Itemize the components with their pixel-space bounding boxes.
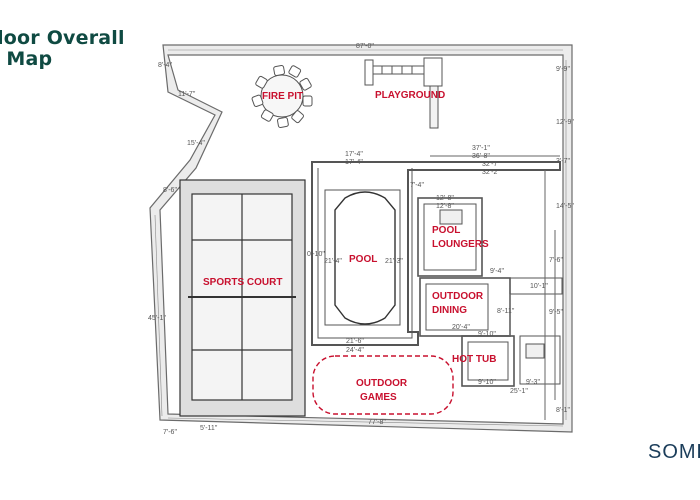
pool-area bbox=[311, 161, 561, 346]
label-outdoor-games-line1: OUTDOOR bbox=[356, 378, 408, 389]
dimension-lines bbox=[154, 49, 567, 427]
dim-pool-d: 36'-8" bbox=[472, 153, 490, 160]
pool-loungers-area bbox=[417, 197, 483, 277]
fire-pit bbox=[251, 65, 313, 128]
dim-lounge-a: 12'-8" bbox=[436, 195, 454, 202]
hot-tub-area bbox=[461, 335, 561, 387]
dim-right-f: 9'-5" bbox=[549, 309, 563, 316]
dim-pool-a: 17'-4" bbox=[345, 151, 363, 158]
dim-left-long: 45'-1" bbox=[148, 315, 166, 322]
dim-left-mid: 8'-6" bbox=[163, 187, 177, 194]
dim-dining-c: 10'-1" bbox=[530, 283, 548, 290]
dim-tub-c: 9'-3" bbox=[526, 379, 540, 386]
outdoor-games-area bbox=[312, 355, 454, 415]
dim-pool-f: 32'-2" bbox=[482, 169, 500, 176]
dim-right-c: 3'-7" bbox=[556, 158, 570, 165]
dim-dining-a: 20'-4" bbox=[452, 324, 470, 331]
label-outdoor-dining-line2: DINING bbox=[432, 305, 467, 316]
dim-pool-b: 17'-4" bbox=[345, 159, 363, 166]
dim-top: 87'-0" bbox=[356, 43, 374, 50]
title-line-2: r Map bbox=[6, 48, 53, 70]
dim-pool-c: 37'-1" bbox=[472, 145, 490, 152]
label-playground: PLAYGROUND bbox=[375, 90, 445, 101]
dim-right-d: 14'-5" bbox=[556, 203, 574, 210]
label-fire-pit: FIRE PIT bbox=[262, 91, 303, 102]
label-pool: POOL bbox=[349, 254, 377, 265]
dim-lounge-b: 12'-8" bbox=[436, 203, 454, 210]
dim-left-diag: 15'-4" bbox=[187, 140, 205, 147]
dim-right-a: 9'-9" bbox=[556, 66, 570, 73]
right-structure bbox=[430, 155, 560, 420]
dim-bottom-left-b: 5'-11" bbox=[200, 425, 218, 432]
dim-right-e: 7'-6" bbox=[549, 257, 563, 264]
label-outdoor-games-line2: GAMES bbox=[360, 392, 397, 403]
dim-top-left: 8'-4" bbox=[158, 62, 172, 69]
label-pool-loungers-line2: LOUNGERS bbox=[432, 239, 489, 250]
dimension-labels: 87'-0" 8'-4" 11'-7" 15'-4" 8'-6" 45'-1" … bbox=[148, 43, 574, 436]
dim-lounge-side: 7'-4" bbox=[410, 182, 424, 189]
dim-left-upper: 11'-7" bbox=[178, 91, 196, 98]
dim-pool-bottom: 21'-6" bbox=[346, 338, 364, 345]
label-outdoor-dining-line1: OUTDOOR bbox=[432, 291, 484, 302]
label-pool-loungers-line1: POOL bbox=[432, 225, 460, 236]
playground-structure bbox=[364, 57, 443, 129]
label-hot-tub: HOT TUB bbox=[452, 354, 496, 365]
brand-logo: SOMEB bbox=[648, 441, 700, 463]
dim-pool-len-b: 21'-4" bbox=[324, 258, 342, 265]
dim-dining-side: 8'-11" bbox=[497, 308, 515, 315]
dim-dining-b: 9'-4" bbox=[490, 268, 504, 275]
dim-tub-b: 9'-10" bbox=[478, 379, 496, 386]
dim-tub-a: 9'-10" bbox=[478, 331, 496, 338]
dim-right-g: 8'-1" bbox=[556, 407, 570, 414]
dim-pool-len-a: 0'-10" bbox=[307, 251, 325, 258]
dim-right-b: 12'-9" bbox=[556, 119, 574, 126]
dim-bottom-left-a: 7'-6" bbox=[163, 429, 177, 436]
page-title: door Overall r Map bbox=[0, 28, 125, 70]
dim-pool-e: 32'-7" bbox=[482, 161, 500, 168]
label-sports-court: SPORTS COURT bbox=[203, 277, 282, 288]
title-line-1: door Overall bbox=[0, 27, 125, 49]
sports-court bbox=[179, 179, 306, 417]
dim-pool-w: 24'-4" bbox=[346, 347, 364, 354]
dim-tub-d: 25'-1" bbox=[510, 388, 528, 395]
dim-pool-len-c: 21'-3" bbox=[385, 258, 403, 265]
dim-bottom: 77'-8" bbox=[368, 419, 386, 426]
